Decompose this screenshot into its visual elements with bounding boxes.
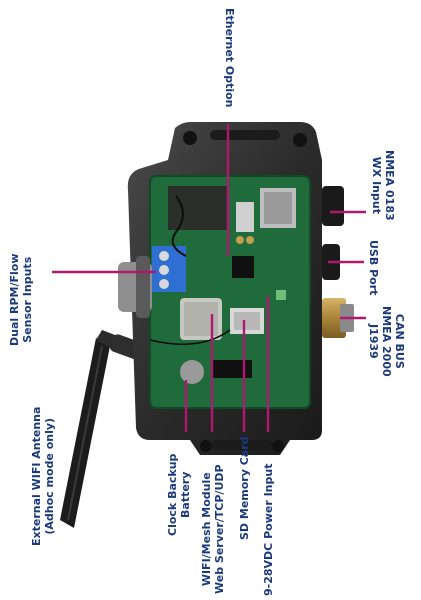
label-usb: USB Port — [367, 240, 380, 295]
label-canbus-line1: CAN BUS — [393, 313, 406, 369]
label-usb-text: USB Port — [367, 240, 380, 296]
label-canbus-line3: J1939 — [367, 323, 380, 359]
label-dual-rpm: Dual RPM/Flow Sensor Inputs — [8, 254, 34, 347]
label-nmea0183: NMEA 0183 WX Input — [370, 150, 396, 221]
label-wifi-antenna: External WIFI Antenna (Adhoc mode only) — [30, 407, 56, 546]
label-clock-backup-line2: Battery — [179, 471, 192, 518]
label-power-input: 9-28VDC Power Input — [262, 464, 275, 596]
label-wifi-module-line1: WIFI/Mesh Module — [200, 472, 213, 587]
side-connectors — [322, 186, 354, 338]
label-wifi-module-line2: Web Server/TCP/UDP — [213, 464, 226, 594]
label-canbus-line2: NMEA 2000 — [380, 306, 393, 377]
label-sd-card: SD Memory Card — [238, 436, 251, 540]
label-nmea0183-line1: NMEA 0183 — [383, 150, 396, 221]
label-wifi-module: WIFI/Mesh Module Web Server/TCP/UDP — [200, 464, 226, 594]
wifi-antenna — [60, 330, 145, 528]
label-clock-backup: Clock Backup Battery — [166, 454, 192, 536]
circuit-board — [149, 175, 311, 409]
label-ethernet: Ethernet Option — [223, 8, 236, 108]
label-dual-rpm-line1: Dual RPM/Flow — [8, 253, 21, 347]
sensor-gland — [118, 256, 152, 318]
label-wifi-antenna-line2: (Adhoc mode only) — [43, 417, 56, 535]
label-sd-card-text: SD Memory Card — [238, 436, 251, 540]
label-canbus: CAN BUS NMEA 2000 J1939 — [367, 306, 406, 377]
label-clock-backup-line1: Clock Backup — [166, 453, 179, 536]
label-dual-rpm-line2: Sensor Inputs — [21, 256, 34, 343]
label-ethernet-text: Ethernet Option — [223, 8, 236, 108]
label-power-input-text: 9-28VDC Power Input — [262, 463, 275, 596]
leader-lines — [52, 124, 366, 432]
label-wifi-antenna-line1: External WIFI Antenna — [30, 406, 43, 546]
label-nmea0183-line2: WX Input — [370, 156, 383, 214]
